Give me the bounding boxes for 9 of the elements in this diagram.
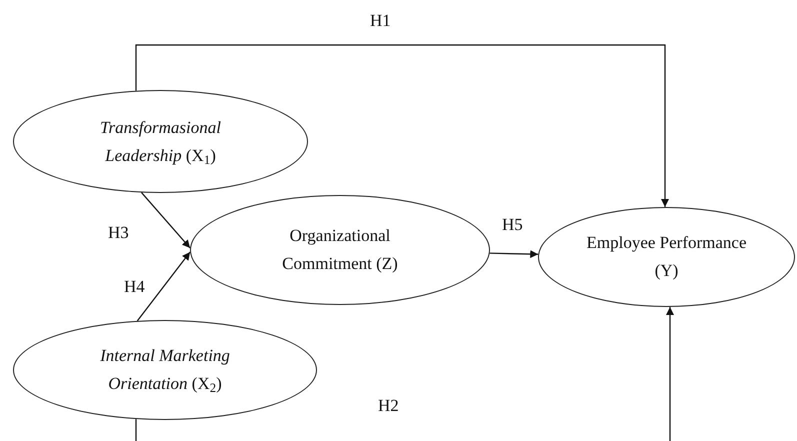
arrow <box>490 250 538 258</box>
construct-label: Transformasional Leadership (X$_{1}$) <box>99 116 222 169</box>
arrow <box>141 192 191 248</box>
arrow <box>135 306 674 441</box>
arrow <box>135 44 669 207</box>
arrow <box>136 252 191 322</box>
construct-label: Organizational Commitment (Z) <box>281 225 399 275</box>
construct-label: Internal Marketing Orientation (X$_{2}$) <box>99 345 231 398</box>
construct-label: Employee Performance (Y) <box>585 232 748 282</box>
